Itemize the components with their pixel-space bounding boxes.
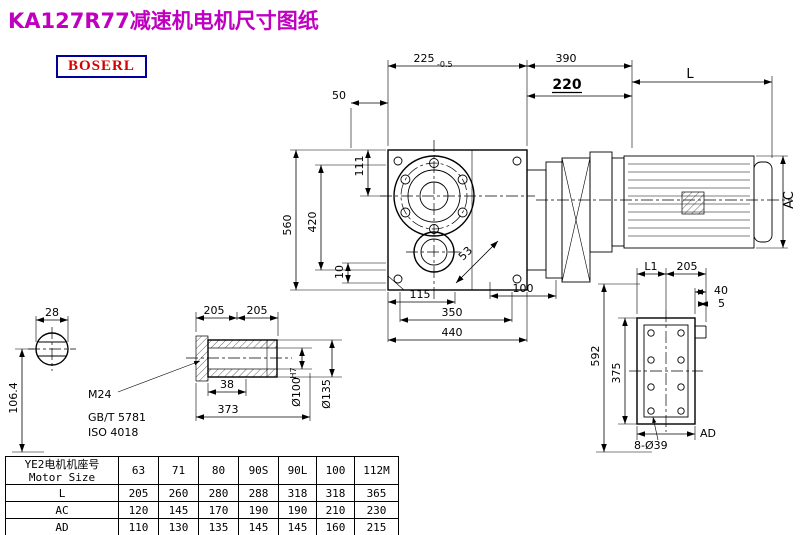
page-title: KA127R77减速机电机尺寸图纸	[8, 9, 319, 33]
standard-gb-label: GB/T 5781	[88, 411, 146, 424]
dim-40-label: 40	[714, 284, 728, 297]
dim-560-label: 560	[281, 215, 294, 236]
table-cell: 145	[158, 501, 199, 519]
dim-373-label: 373	[218, 403, 239, 416]
table-row: L 205 260 280 288 318 318 365	[5, 484, 399, 502]
dim-AC-label: AC	[782, 191, 797, 209]
table-size-header: YE2电机机座号 Motor Size	[5, 456, 119, 485]
dim-420-label: 420	[306, 212, 319, 233]
dim-bore-fit-label: H7	[289, 367, 298, 378]
dim-38-label: 38	[220, 378, 234, 391]
table-col-header: 100	[316, 456, 355, 485]
dim-390-label: 390	[556, 52, 577, 65]
table-cell: 230	[354, 501, 399, 519]
dim-28-label: 28	[45, 306, 59, 319]
table-row: AD 110 130 135 145 145 160 215	[5, 518, 399, 535]
brand-logo: BOSERL	[56, 55, 147, 78]
bottom-dimensions: 115 100 350 440 53	[387, 240, 557, 343]
table-col-header: 71	[158, 456, 199, 485]
table-cell: 135	[198, 518, 239, 535]
dim-375-label: 375	[610, 363, 623, 384]
table-cell: 190	[238, 501, 279, 519]
table-col-header: 90S	[238, 456, 279, 485]
table-cell: 130	[158, 518, 199, 535]
gearbox-front-view	[380, 140, 535, 300]
dim-592-label: 592	[589, 346, 602, 367]
dim-bore-label: Ø100	[290, 377, 303, 407]
dim-440-label: 440	[442, 326, 463, 339]
table-cell: 160	[316, 518, 355, 535]
hollow-shaft-section: 205 205 38 373 M24 GB/T 5781 ISO 4018 Ø1…	[88, 304, 342, 439]
dim-100-label: 100	[513, 282, 534, 295]
table-col-header: 80	[198, 456, 239, 485]
dim-5-label: 5	[718, 297, 725, 310]
table-cell: 318	[278, 484, 317, 502]
dim-50-label: 50	[332, 89, 346, 102]
ac-dimension: AC	[756, 155, 797, 249]
table-row-label: AC	[5, 501, 119, 519]
table-size-header-en: Motor Size	[28, 470, 96, 484]
table-cell: 280	[198, 484, 239, 502]
table-row-label: AD	[5, 518, 119, 535]
table-cell: 318	[316, 484, 355, 502]
table-col-header: 90L	[278, 456, 317, 485]
shaft-end-view: 28 106.4	[7, 306, 76, 453]
table-cell: 145	[238, 518, 279, 535]
dim-106-label: 106.4	[7, 382, 20, 414]
table-cell: 145	[278, 518, 317, 535]
table-cell: 190	[278, 501, 317, 519]
table-cell: 260	[158, 484, 199, 502]
table-cell: 288	[238, 484, 279, 502]
dim-225-tolerance: -0.5	[437, 60, 453, 69]
dim-205b-label: 205	[247, 304, 268, 317]
table-cell: 120	[118, 501, 159, 519]
table-cell: 365	[354, 484, 399, 502]
table-row-label: L	[5, 484, 119, 502]
table-cell: 170	[198, 501, 239, 519]
thread-m24-label: M24	[88, 388, 112, 401]
dim-205c-label: 205	[677, 260, 698, 273]
dim-111-label: 111	[353, 156, 366, 177]
table-row: AC 120 145 170 190 190 210 230	[5, 501, 399, 519]
table-cell: 215	[354, 518, 399, 535]
holes-callout-label: 8-Ø39	[634, 439, 668, 452]
dim-L1-label: L1	[644, 260, 657, 273]
motor-size-table-wrap: YE2电机机座号 Motor Size 63 71 80 90S 90L 100…	[5, 456, 399, 535]
left-dimensions: 560 420 111 10	[281, 149, 386, 291]
dim-225-label: 225	[414, 52, 435, 65]
table-col-header: 112M	[354, 456, 399, 485]
motor-size-table: YE2电机机座号 Motor Size 63 71 80 90S 90L 100…	[5, 456, 399, 535]
dim-350-label: 350	[442, 306, 463, 319]
dim-L-label: L	[686, 67, 694, 82]
dim-od-label: Ø135	[320, 379, 333, 409]
standard-iso-label: ISO 4018	[88, 426, 138, 439]
table-cell: 205	[118, 484, 159, 502]
table-col-header: 63	[118, 456, 159, 485]
dim-220-label: 220	[552, 77, 581, 93]
table-cell: 110	[118, 518, 159, 535]
mounting-face-view: L1 205 40 5 592 375 AD 8-Ø39	[589, 260, 728, 453]
dim-115-label: 115	[410, 288, 431, 301]
table-size-header-cn: YE2电机机座号	[24, 457, 100, 471]
motor-side-view	[526, 151, 792, 283]
dim-AD-label: AD	[700, 427, 716, 440]
dim-205a-label: 205	[204, 304, 225, 317]
table-cell: 210	[316, 501, 355, 519]
top-dimensions: 225 -0.5 390 220 L 50	[332, 52, 773, 158]
dim-10-label: 10	[333, 265, 346, 279]
